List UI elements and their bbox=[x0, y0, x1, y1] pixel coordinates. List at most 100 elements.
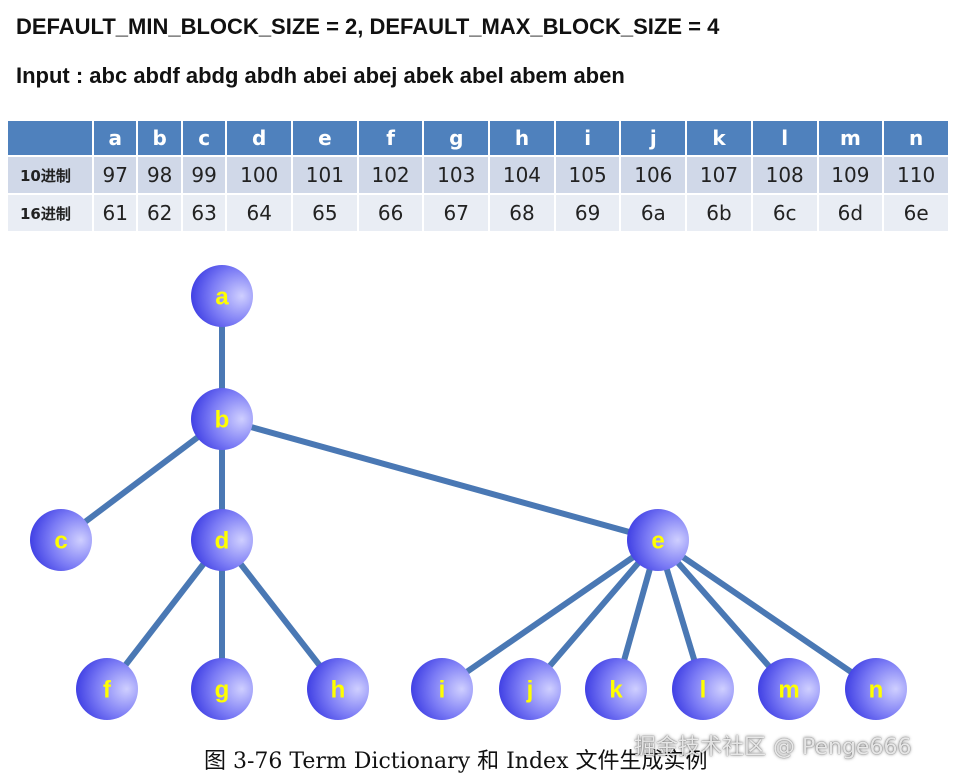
node-circle bbox=[758, 658, 820, 720]
node-circle bbox=[411, 658, 473, 720]
node-label: j bbox=[526, 677, 534, 704]
node-label: m bbox=[778, 677, 799, 704]
column-header-e: e bbox=[293, 121, 357, 155]
watermark-text: 掘金技术社区 @ Penge666 bbox=[634, 735, 912, 760]
edge-e-i bbox=[440, 537, 660, 692]
tree-node-j: j bbox=[499, 658, 561, 720]
column-header-i: i bbox=[555, 121, 620, 155]
tree-node-b: b bbox=[191, 388, 253, 450]
node-label: b bbox=[215, 407, 230, 434]
table-cell: 104 bbox=[490, 157, 554, 193]
table-cell: 62 bbox=[138, 195, 181, 231]
table-cell: 100 bbox=[227, 157, 292, 193]
table-cell: 99 bbox=[182, 157, 226, 193]
table-cell: 106 bbox=[621, 157, 686, 193]
table-cell: 6e bbox=[884, 195, 948, 231]
edge-d-f bbox=[104, 538, 225, 691]
table-cell: 6a bbox=[621, 195, 686, 231]
tree-node-f: f bbox=[76, 658, 138, 720]
node-label: k bbox=[609, 677, 623, 704]
table-cell: 67 bbox=[424, 195, 489, 231]
node-label: l bbox=[700, 677, 707, 704]
table-cell: 64 bbox=[227, 195, 292, 231]
table-cell: 110 bbox=[884, 157, 948, 193]
tree-node-g: g bbox=[191, 658, 253, 720]
table-cell: 102 bbox=[358, 157, 423, 193]
node-label: e bbox=[651, 528, 664, 555]
table-cell: 6b bbox=[687, 195, 751, 231]
node-label: c bbox=[54, 528, 67, 555]
node-label: f bbox=[103, 677, 112, 704]
node-label: g bbox=[215, 677, 230, 704]
table-cell: 6c bbox=[752, 195, 817, 231]
column-header-h: h bbox=[490, 121, 554, 155]
column-header-m: m bbox=[818, 121, 883, 155]
table-cell: 6d bbox=[818, 195, 883, 231]
row-label: 16进制 bbox=[8, 195, 92, 231]
block-size-config-text: DEFAULT_MIN_BLOCK_SIZE = 2, DEFAULT_MAX_… bbox=[16, 14, 720, 39]
node-circle bbox=[76, 658, 138, 720]
tree-node-i: i bbox=[411, 658, 473, 720]
node-label: h bbox=[331, 677, 346, 704]
column-header-g: g bbox=[424, 121, 489, 155]
node-circle bbox=[30, 509, 92, 571]
node-label: a bbox=[215, 284, 229, 311]
tree-node-n: n bbox=[845, 658, 907, 720]
column-header-a: a bbox=[94, 121, 137, 155]
column-header-f: f bbox=[358, 121, 423, 155]
figure-caption: 图 3-76 Term Dictionary 和 Index 文件生成实例 bbox=[204, 749, 708, 774]
tree-node-l: l bbox=[672, 658, 734, 720]
column-header-d: d bbox=[227, 121, 292, 155]
node-circle bbox=[585, 658, 647, 720]
table-cell: 68 bbox=[490, 195, 554, 231]
edge-b-e bbox=[221, 416, 659, 543]
table-cell: 69 bbox=[555, 195, 620, 231]
edge-d-h bbox=[219, 538, 341, 691]
edge-e-m bbox=[655, 538, 792, 691]
node-circle bbox=[191, 658, 253, 720]
column-header-l: l bbox=[752, 121, 817, 155]
node-label: n bbox=[869, 677, 884, 704]
table-cell: 97 bbox=[94, 157, 137, 193]
node-circle bbox=[191, 388, 253, 450]
tree-node-k: k bbox=[585, 658, 647, 720]
node-circle bbox=[499, 658, 561, 720]
node-circle bbox=[191, 509, 253, 571]
input-terms-text: Input : abc abdf abdg abdh abei abej abe… bbox=[16, 63, 625, 88]
node-circle bbox=[191, 265, 253, 327]
tree-node-h: h bbox=[307, 658, 369, 720]
tree-node-m: m bbox=[758, 658, 820, 720]
table-cell: 109 bbox=[818, 157, 883, 193]
column-header-n: n bbox=[884, 121, 948, 155]
column-header-c: c bbox=[182, 121, 226, 155]
table-cell: 105 bbox=[555, 157, 620, 193]
table-cell: 98 bbox=[138, 157, 181, 193]
table-cell: 108 bbox=[752, 157, 817, 193]
node-label: i bbox=[439, 677, 446, 704]
edge-e-n bbox=[656, 537, 878, 692]
table-cell: 107 bbox=[687, 157, 751, 193]
column-header-b: b bbox=[138, 121, 181, 155]
table-corner-cell bbox=[8, 121, 92, 155]
node-circle bbox=[845, 658, 907, 720]
column-header-j: j bbox=[621, 121, 686, 155]
table-cell: 63 bbox=[182, 195, 226, 231]
edge-e-j bbox=[527, 538, 661, 691]
row-label: 10进制 bbox=[8, 157, 92, 193]
tree-node-a: a bbox=[191, 265, 253, 327]
node-circle bbox=[307, 658, 369, 720]
node-circle bbox=[627, 509, 689, 571]
node-circle bbox=[672, 658, 734, 720]
edge-b-c bbox=[59, 416, 224, 543]
tree-node-e: e bbox=[627, 509, 689, 571]
table-cell: 61 bbox=[94, 195, 137, 231]
table-cell: 66 bbox=[358, 195, 423, 231]
table-cell: 65 bbox=[293, 195, 357, 231]
node-label: d bbox=[215, 528, 230, 555]
table-cell: 103 bbox=[424, 157, 489, 193]
